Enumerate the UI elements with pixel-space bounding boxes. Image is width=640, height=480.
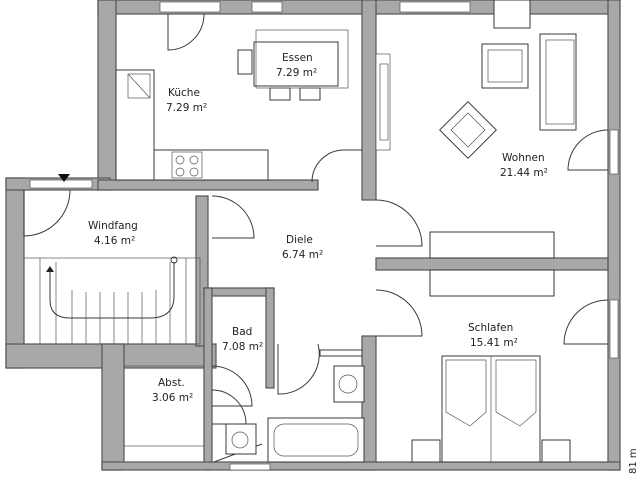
living-furniture bbox=[429, 0, 577, 259]
room-area-abst: 3.06 m² bbox=[152, 392, 193, 404]
bathroom-fixtures bbox=[225, 349, 365, 463]
room-name-bad: Bad bbox=[232, 326, 252, 338]
room-name-wohnen: Wohnen bbox=[502, 152, 545, 164]
room-labels: Küche 7.29 m² Essen 7.29 m² Wohnen 21.44… bbox=[88, 52, 639, 474]
dimension-label: 81 m bbox=[628, 448, 639, 474]
staircase bbox=[23, 256, 201, 345]
entrance-arrow-icon bbox=[58, 174, 70, 182]
room-area-windfang: 4.16 m² bbox=[94, 235, 135, 247]
room-area-kueche: 7.29 m² bbox=[166, 102, 207, 114]
room-name-abst: Abst. bbox=[158, 377, 185, 389]
room-name-kueche: Küche bbox=[168, 87, 200, 99]
room-area-schlafen: 15.41 m² bbox=[470, 337, 518, 349]
room-area-essen: 7.29 m² bbox=[276, 67, 317, 79]
room-name-essen: Essen bbox=[282, 52, 313, 64]
windows bbox=[29, 1, 619, 471]
kitchen-fixtures bbox=[115, 69, 269, 181]
dining-furniture bbox=[237, 29, 349, 101]
room-area-bad: 7.08 m² bbox=[222, 341, 263, 353]
room-name-schlafen: Schlafen bbox=[468, 322, 513, 334]
room-area-diele: 6.74 m² bbox=[282, 249, 323, 261]
room-name-windfang: Windfang bbox=[88, 220, 138, 232]
room-area-wohnen: 21.44 m² bbox=[500, 167, 548, 179]
bedroom-furniture bbox=[411, 269, 571, 463]
room-name-diele: Diele bbox=[286, 234, 313, 246]
storage-room bbox=[123, 365, 247, 447]
